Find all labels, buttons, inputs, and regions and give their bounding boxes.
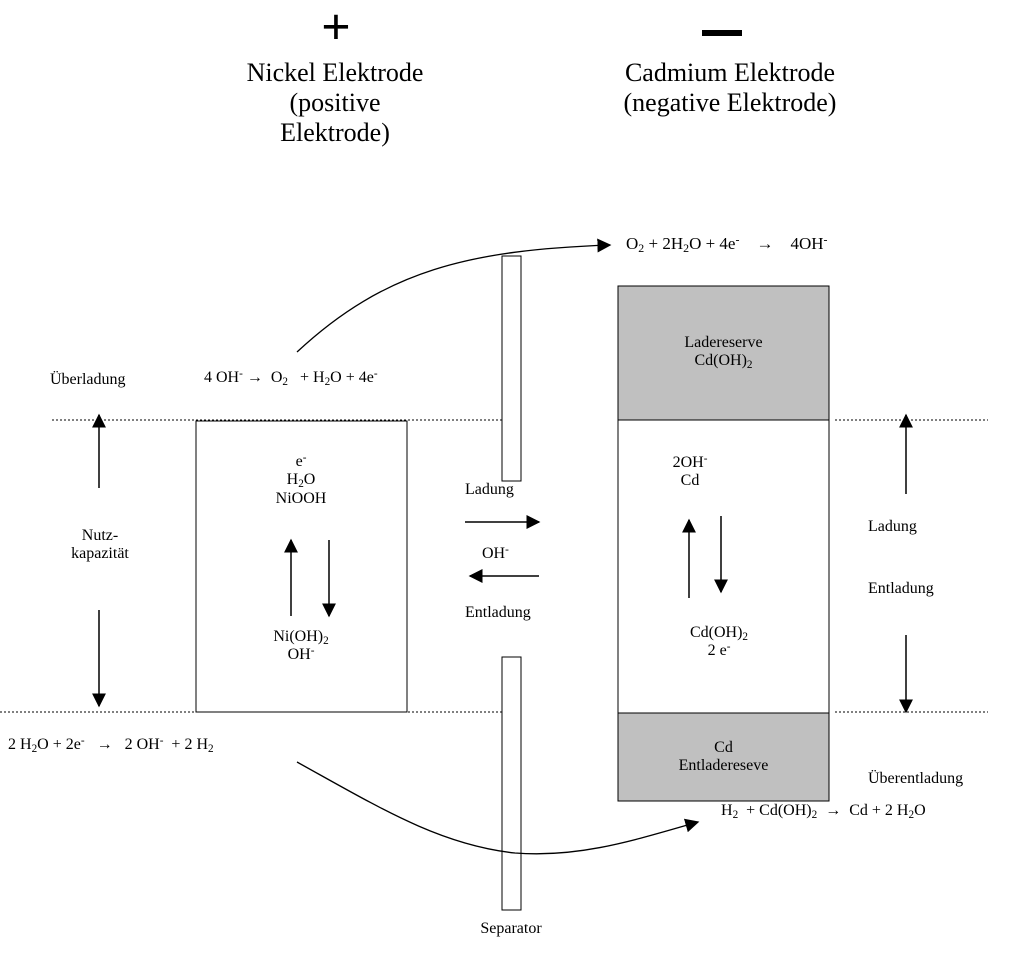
nickel-title-line3: Elektrode): [280, 117, 390, 147]
discharge-reserve-label: Cd Entladereseve: [678, 739, 769, 775]
nickel-title-line1: Nickel Elektrode: [246, 58, 424, 87]
charge-label-right: Ladung: [868, 518, 917, 535]
plus-symbol: +: [321, 0, 351, 56]
cadmium-electrode-box: [617, 419, 830, 714]
nickel-title-line2: (positive: [289, 87, 381, 117]
hydrogen-oxidation-reaction: H2 + Cd(OH)2 → Cd + 2 H2O: [721, 802, 926, 821]
separator-label: Separator: [480, 920, 542, 937]
charge-label-middle: Ladung: [465, 481, 514, 498]
overcharge-label: Überladung: [50, 371, 126, 388]
nickel-electrode-title: Nickel Elektrode (positive Elektrode): [205, 58, 465, 148]
nickel-charged-species: e- H2O NiOOH: [275, 451, 327, 507]
nickel-discharged-species: Ni(OH)2 OH-: [273, 628, 329, 664]
overcharge-reaction: 4 OH- → O2 + H2O + 4e-: [204, 367, 378, 388]
cadmium-charge-reserve: [617, 285, 830, 421]
hydroxide-label-middle: OH-: [482, 543, 509, 562]
discharge-label-middle: Entladung: [465, 604, 531, 621]
minus-symbol: [702, 30, 742, 36]
overdischarge-label: Überentladung: [868, 770, 964, 787]
cadmium-electrode-title: Cadmium Elektrode (negative Elektrode): [580, 58, 880, 118]
hydrogen-transfer-arrow: [296, 761, 700, 855]
discharge-label-right: Entladung: [868, 580, 934, 597]
separator-lower: [501, 656, 522, 911]
oxygen-transfer-arrow: [296, 238, 612, 353]
cadmium-title-line1: Cadmium Elektrode: [624, 58, 836, 87]
usable-capacity-label: Nutz- kapazität: [71, 527, 129, 563]
hydrogen-evolution-reaction: 2 H2O + 2e- → 2 OH- + 2 H2: [8, 734, 214, 755]
cadmium-discharge-reserve: [617, 712, 830, 802]
oxygen-reduction-reaction: O2 + 2H2O + 4e- → 4OH-: [626, 232, 828, 255]
separator-upper: [501, 255, 522, 482]
charge-reserve-label: Ladereserve Cd(OH)2: [684, 334, 763, 372]
cadmium-discharged-species: Cd(OH)2 2 e-: [689, 624, 749, 660]
cadmium-charged-species: 2OH- Cd: [672, 452, 708, 490]
nickel-electrode-box: [195, 420, 408, 713]
cadmium-title-line2: (negative Elektrode): [623, 87, 837, 117]
